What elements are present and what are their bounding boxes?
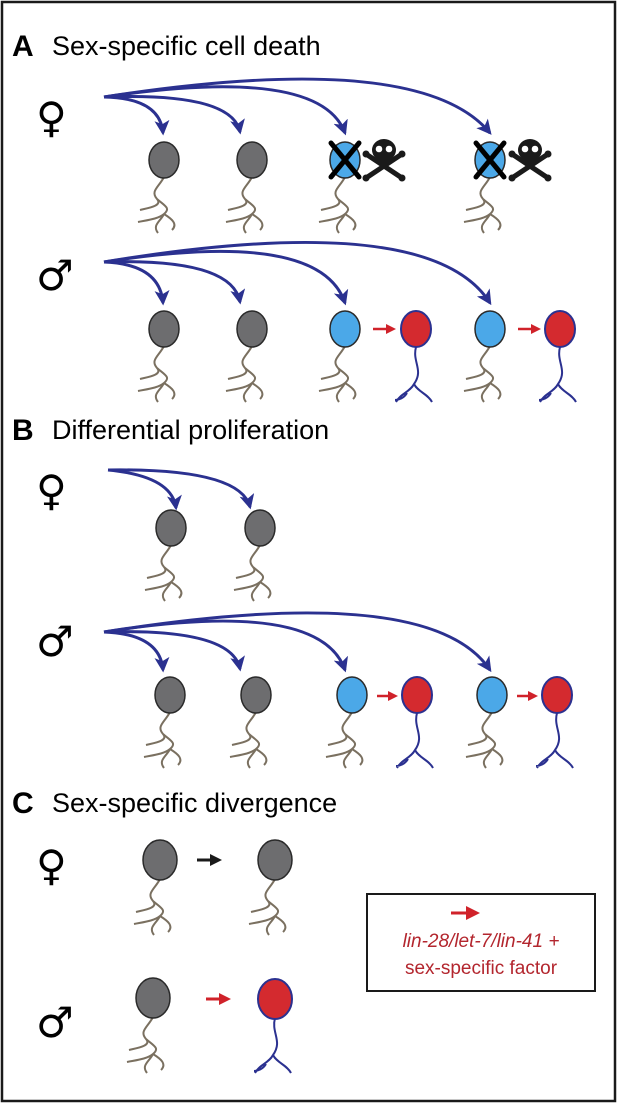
- panel-b-title: Differential proliferation: [52, 415, 329, 445]
- neuron-generic: [144, 509, 187, 602]
- sex-specific-arrow-icon: [518, 324, 541, 334]
- neuron-generic: [233, 509, 276, 602]
- dimorphic-neuron: [253, 978, 293, 1074]
- skull-crossbones-icon: [362, 139, 406, 182]
- lineage-arrow: [103, 630, 170, 673]
- sex-specific-arrow-icon: [373, 324, 396, 334]
- dimorphic-neuron: [394, 310, 433, 403]
- neuron-generic: [248, 839, 293, 936]
- sex-specific-arrow-icon: [517, 691, 538, 701]
- progenitor-cell: [318, 310, 361, 403]
- lineage-arrow: [103, 260, 170, 306]
- lineage-arrow: [103, 85, 348, 136]
- male-symbol: ♂: [36, 251, 74, 300]
- legend-sex-factor-text: sex-specific factor: [405, 958, 558, 979]
- neuron-generic: [143, 676, 186, 769]
- panel-a-letter: A: [12, 30, 34, 63]
- neuron-generic: [225, 310, 268, 403]
- male-lineage-arrows: [103, 611, 492, 673]
- panel-c-letter: C: [12, 787, 34, 820]
- lineage-arrow: [107, 468, 182, 511]
- divergence-arrow-icon: [197, 854, 222, 866]
- panel-b-letter: B: [12, 414, 34, 447]
- female-symbol: ♀: [36, 841, 67, 890]
- legend-box: [366, 893, 596, 992]
- lineage-arrow: [103, 630, 245, 672]
- legend-factor-text: lin-28/let-7/lin-41 +: [403, 931, 560, 952]
- panel-a-title: Sex-specific cell death: [52, 31, 321, 61]
- neuron-generic: [137, 141, 180, 234]
- female-lineage-arrows: [103, 77, 492, 136]
- legend: lin-28/let-7/lin-41 + sex-specific facto…: [366, 893, 596, 992]
- lineage-arrow: [103, 260, 246, 305]
- lineage-arrow: [103, 94, 245, 135]
- male-lineage-arrows: [103, 240, 492, 306]
- neuron-generic: [229, 676, 272, 769]
- female-symbol: ♀: [36, 466, 67, 515]
- panel-c: C Sex-specific divergence ♀ ♂: [12, 787, 596, 1074]
- female-lineage-arrows: [107, 468, 255, 511]
- progenitor-cell: [325, 676, 368, 769]
- panel-c-title: Sex-specific divergence: [52, 788, 337, 818]
- dimorphic-neuron: [538, 310, 577, 403]
- progenitor-cell: [463, 310, 506, 403]
- lineage-arrow: [103, 619, 348, 673]
- neuron-generic: [137, 310, 180, 403]
- dying-cell: [463, 140, 507, 234]
- lineage-arrow: [103, 240, 492, 306]
- lineage-arrow: [103, 95, 170, 136]
- sex-specific-arrow-icon: [451, 906, 480, 920]
- neuron-generic: [133, 839, 178, 936]
- dying-cell: [318, 140, 362, 234]
- cell-death-cross-icon: [328, 140, 362, 180]
- sex-specific-arrow-icon: [377, 691, 398, 701]
- skull-crossbones-icon: [508, 139, 552, 182]
- progenitor-cell: [465, 676, 508, 769]
- lineage-arrow: [107, 468, 255, 510]
- neuron-generic: [225, 141, 268, 234]
- neuron-generic: [126, 977, 171, 1074]
- female-symbol: ♀: [36, 93, 67, 142]
- male-symbol: ♂: [36, 998, 74, 1047]
- lineage-arrow: [103, 611, 492, 673]
- sex-specific-arrow-icon: [206, 993, 231, 1005]
- lineage-arrow: [103, 249, 349, 306]
- dimorphic-neuron: [395, 676, 434, 769]
- male-symbol: ♂: [36, 617, 74, 666]
- cell-death-cross-icon: [473, 140, 507, 180]
- lineage-arrow: [103, 77, 492, 135]
- dimorphic-neuron: [535, 676, 574, 769]
- panel-a: A Sex-specific cell death ♀: [12, 30, 577, 403]
- panel-b: B Differential proliferation ♀ ♂: [12, 414, 574, 769]
